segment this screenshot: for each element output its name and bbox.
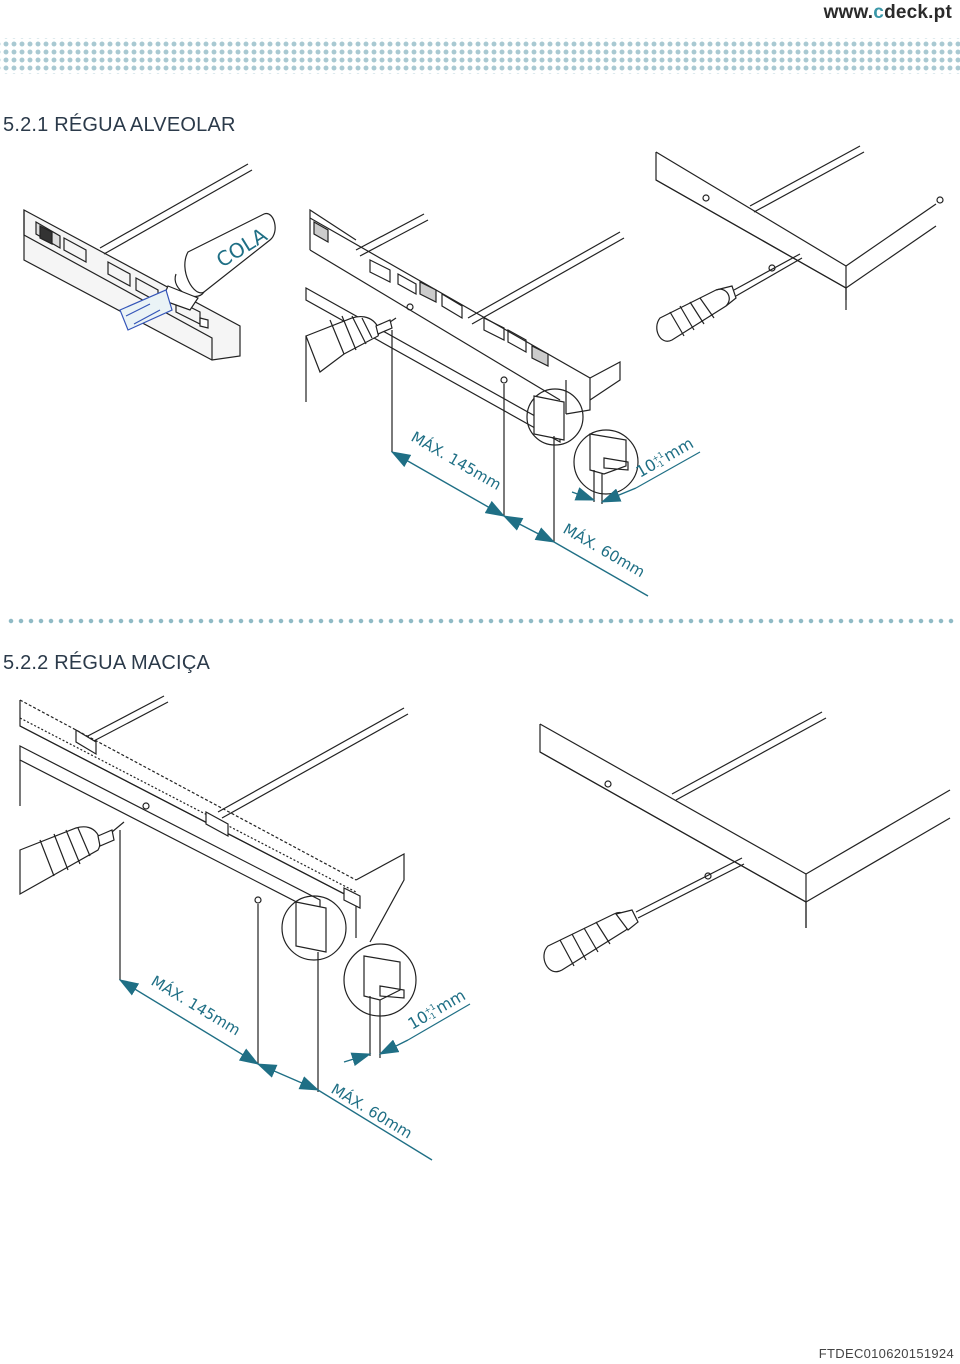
url-prefix: www.	[823, 2, 874, 23]
gap-tol-minus-1: -1	[654, 459, 665, 471]
max-spacing-label-1: MÁX. 145mm	[408, 427, 505, 494]
gap-tol-minus-2: -1	[426, 1011, 437, 1023]
url-accent: c	[873, 2, 885, 23]
gap-unit-1: mm	[660, 433, 696, 465]
alveolar-installation-diagram: COLA MÁX.	[23, 145, 944, 597]
screwdriver-panel	[655, 145, 944, 342]
section-title-alveolar: 5.2.1 RÉGUA ALVEOLAR	[3, 114, 236, 136]
gap-detail	[573, 429, 639, 504]
max-edge-label-2: MÁX. 60mm	[328, 1079, 416, 1142]
solid-board-panel	[19, 695, 409, 1092]
drill-panel	[305, 208, 625, 542]
url-suffix: deck.pt	[884, 2, 952, 23]
section-title-macica: 5.2.2 RÉGUA MACIÇA	[3, 652, 210, 674]
glue-panel	[23, 163, 276, 361]
screwdriver-panel-2	[539, 711, 951, 973]
max-edge-label-1: MÁX. 60mm	[560, 519, 649, 581]
section-divider	[6, 618, 954, 624]
site-url[interactable]: www.cdeck.pt	[824, 2, 952, 24]
document-code: FTDEC010620151924	[818, 1346, 954, 1361]
gap-label-1: 10 +1 -1 mm	[633, 433, 697, 481]
header-dot-pattern	[0, 38, 960, 74]
macica-installation-diagram: MÁX. 145mm MÁX. 60mm 10 +1 -1 mm	[19, 695, 951, 1161]
gap-unit-2: mm	[432, 985, 468, 1017]
